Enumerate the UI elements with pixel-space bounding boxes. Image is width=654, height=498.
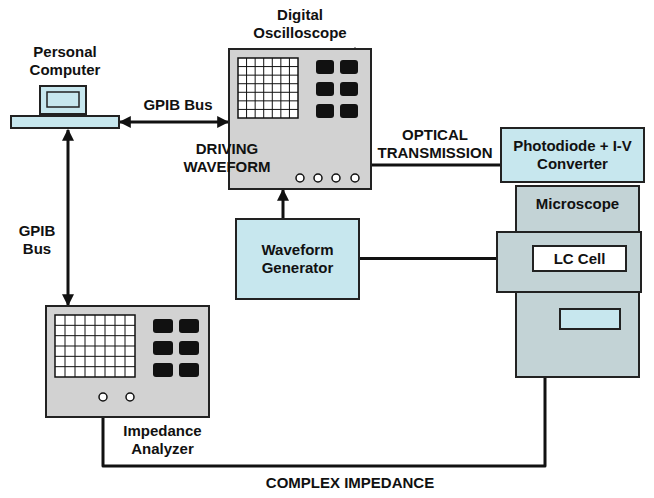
edge-label: OPTICAL TRANSMISSION: [372, 126, 498, 162]
edge-label: GPIB Bus: [128, 96, 228, 114]
node-label: Microscope: [517, 195, 638, 213]
connector-arrow: [67, 130, 70, 305]
connector-arrow: [355, 48, 500, 165]
edge-label: GPIB Bus: [12, 222, 62, 258]
computer-drawing: [10, 85, 120, 130]
node-label: LC Cell: [554, 250, 606, 268]
node-heading: Impedance Analyzer: [110, 422, 215, 458]
edge-label: DRIVING WAVEFORM: [176, 140, 278, 176]
node-label: Waveform Generator: [243, 241, 352, 277]
instrument-drawing: [45, 305, 210, 418]
analyzer-icon: Impedance Analyzer: [45, 305, 210, 418]
lc-cell-box: LC Cell: [532, 245, 627, 272]
microscope-stage: [517, 187, 642, 380]
edge-label: COMPLEX IMPEDANCE: [220, 474, 480, 492]
connector-arrow: [282, 190, 285, 218]
computer-icon: Personal Computer: [10, 85, 120, 130]
connector-arrow: [120, 121, 228, 124]
node-heading: Digital Oscilloscope: [245, 6, 355, 42]
process-box: Waveform Generator: [235, 218, 360, 300]
node-label: Photodiode + I-V Converter: [508, 137, 637, 173]
process-box: Photodiode + I-V Converter: [500, 127, 645, 183]
connector-arrow: [103, 272, 545, 466]
microscope-box: Microscope LC Cell: [515, 185, 640, 378]
node-heading: Personal Computer: [5, 43, 125, 79]
